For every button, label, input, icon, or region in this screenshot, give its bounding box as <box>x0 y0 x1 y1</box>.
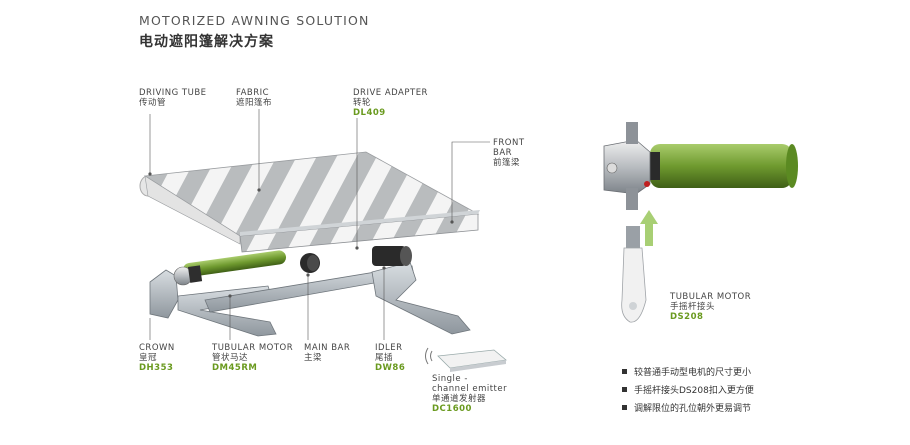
remote-emitter <box>425 347 507 372</box>
bullet-square-icon <box>622 368 627 374</box>
label-main-bar: MAIN BAR 主梁 <box>304 343 351 363</box>
label-drive-adapter: DRIVE ADAPTER 转轮 DL409 <box>353 88 428 118</box>
label-crown: CROWN 皇冠 DH353 <box>139 343 175 373</box>
label-idler: IDLER 尾插 DW86 <box>375 343 406 373</box>
title-chinese: 电动遮阳篷解决方案 <box>139 34 274 50</box>
label-front-bar: FRONT BAR 前篷梁 <box>493 138 525 168</box>
feature-item: 调解限位的孔位朝外更易调节 <box>622 398 754 416</box>
tubular-motor-left <box>173 250 287 286</box>
callout-lines <box>149 109 490 340</box>
bullet-square-icon <box>622 386 627 392</box>
label-tubular-motor-left: TUBULAR MOTOR 管状马达 DM45RM <box>212 343 294 373</box>
idler <box>372 246 412 266</box>
drive-adapter <box>300 253 320 273</box>
crank-adapter <box>621 226 647 323</box>
up-arrow-icon <box>640 210 658 246</box>
arm-frame <box>149 261 471 337</box>
fabric-canopy <box>143 151 480 245</box>
feature-item: 手摇杆接头DS208扣入更方便 <box>622 380 754 398</box>
tubular-motor-right <box>603 122 798 210</box>
feature-list: 较普通手动型电机的尺寸更小 手摇杆接头DS208扣入更方便 调解限位的孔位朝外更… <box>622 362 754 416</box>
label-tubular-motor-right: TUBULAR MOTOR 手摇杆接头 DS208 <box>670 292 752 322</box>
title-english: MOTORIZED AWNING SOLUTION <box>139 13 370 28</box>
label-driving-tube: DRIVING TUBE 传动管 <box>139 88 207 108</box>
bullet-square-icon <box>622 404 627 410</box>
label-emitter: Single - channel emitter 单通道发射器 DC1600 <box>432 374 508 414</box>
label-fabric: FABRIC 遮阳篷布 <box>236 88 273 108</box>
callout-dots <box>148 172 454 298</box>
feature-item: 较普通手动型电机的尺寸更小 <box>622 362 754 380</box>
front-bar <box>239 210 480 253</box>
